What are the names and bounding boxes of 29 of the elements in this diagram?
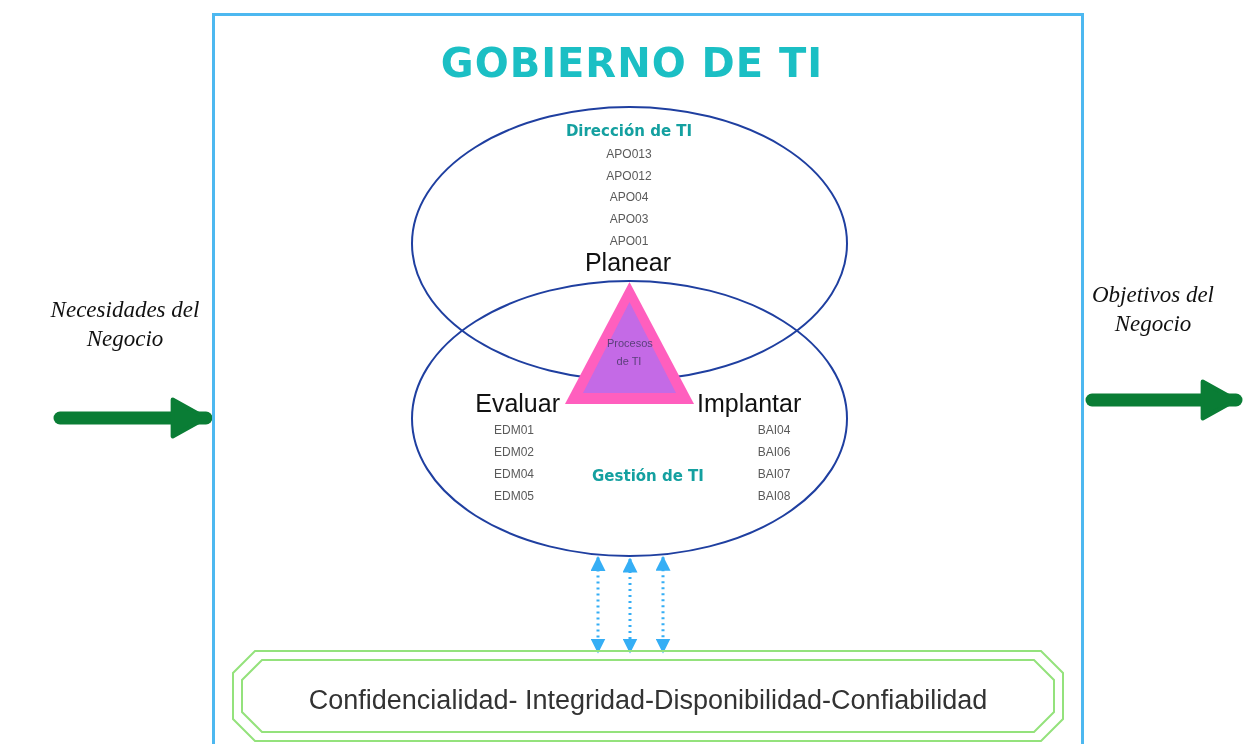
side-note: Necesidades del Negocio	[50, 296, 200, 353]
flow-arrow	[53, 397, 213, 439]
code-label: BAI07	[757, 467, 791, 481]
code-label: EDM02	[494, 445, 534, 459]
code-label: APO01	[609, 234, 649, 248]
code-label: BAI08	[757, 489, 791, 503]
code-label: BAI06	[757, 445, 791, 459]
principles-text: Confidencialidad- Integridad-Disponibilidad-Confiabilidad	[308, 684, 988, 716]
code-label: APO03	[609, 212, 649, 226]
code-label: EDM05	[494, 489, 534, 503]
heading: GOBIERNO DE TI	[440, 40, 824, 86]
section-heading: Gestión de TI	[592, 467, 704, 485]
code-label: APO013	[606, 147, 652, 161]
flow-arrow	[1085, 379, 1243, 421]
section-heading: Dirección de TI	[565, 122, 693, 140]
code-label: APO04	[609, 190, 649, 204]
frame-box	[212, 13, 1084, 744]
step-label: Implantar	[697, 388, 802, 418]
triangle-label: Procesos de TI	[607, 336, 651, 369]
step-label: Planear	[584, 247, 672, 277]
step-label: Evaluar	[475, 388, 560, 418]
code-label: EDM04	[494, 467, 534, 481]
double-arrow	[590, 556, 606, 654]
double-arrow	[655, 555, 671, 654]
code-label: BAI04	[757, 423, 791, 437]
code-label: EDM01	[494, 423, 534, 437]
side-note: Objetivos del Negocio	[1091, 281, 1215, 338]
double-arrow	[622, 557, 638, 654]
code-label: APO012	[606, 169, 652, 183]
